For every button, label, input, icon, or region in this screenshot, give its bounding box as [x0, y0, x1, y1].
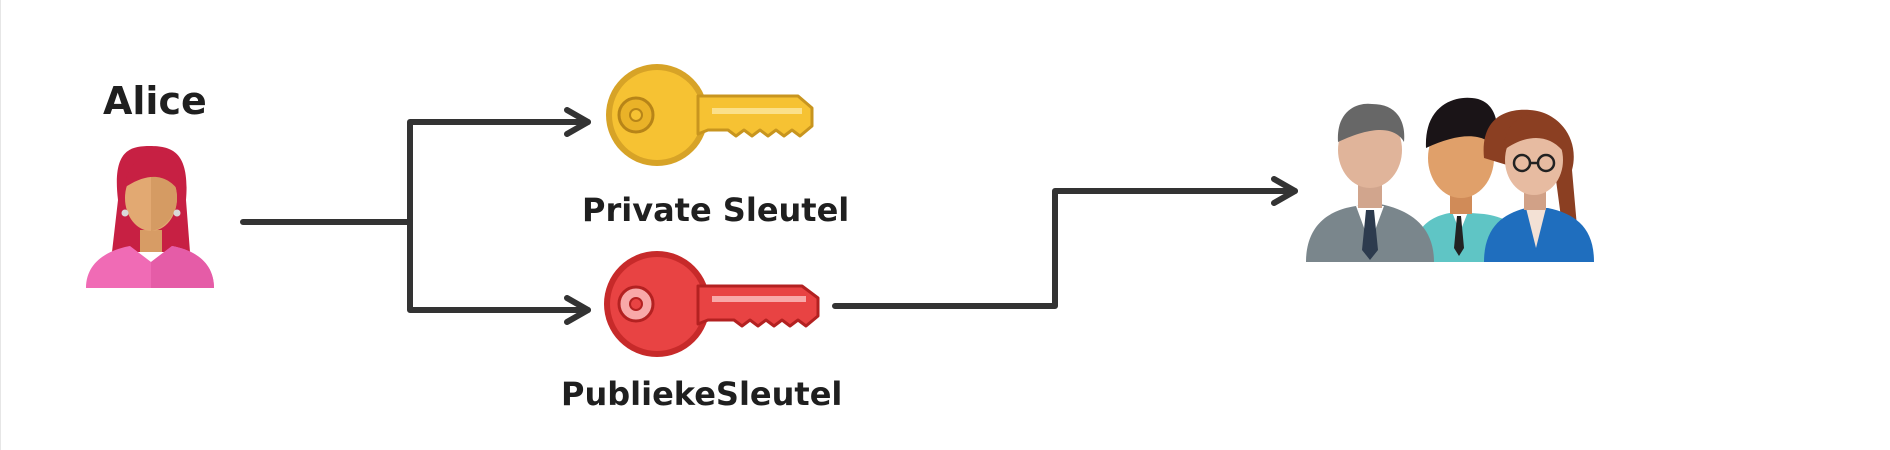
edge-public-key-to-group — [832, 176, 1298, 309]
people-group-icon — [1306, 97, 1594, 262]
alice-label: Alice — [103, 79, 207, 123]
edge-alice-to-private-key — [240, 107, 591, 225]
private-key-label: Private Sleutel — [582, 191, 850, 229]
red-key-icon — [604, 251, 820, 357]
woman-avatar-icon — [86, 146, 214, 288]
gold-key-icon — [606, 64, 814, 166]
public-key-label: PubliekeSleutel — [561, 375, 843, 413]
edge-alice-to-public-key — [407, 219, 591, 325]
left-border — [0, 0, 1, 450]
